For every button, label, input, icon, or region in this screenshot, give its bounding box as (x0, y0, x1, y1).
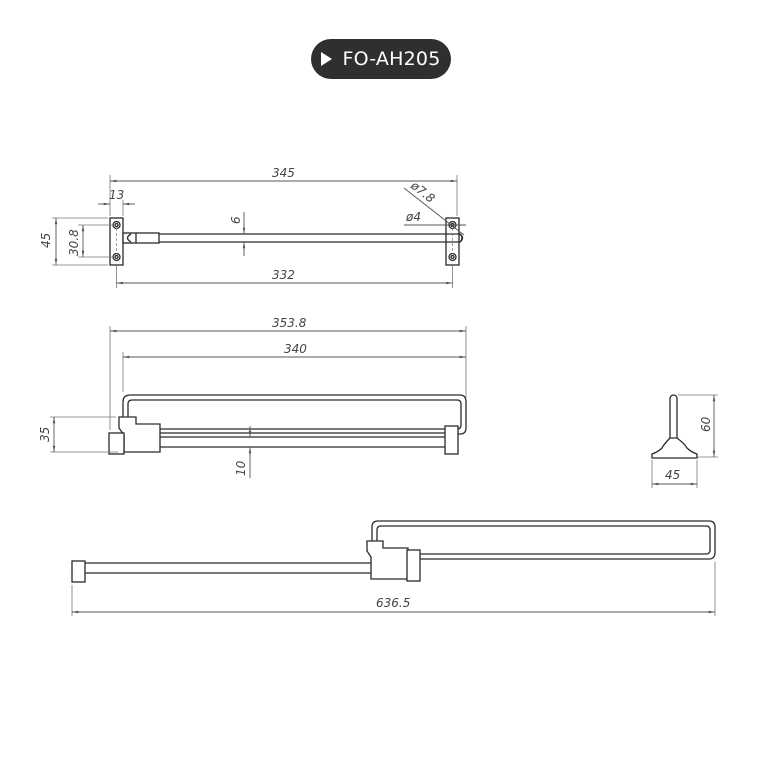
dim-hole-spacing: 30.8 (67, 229, 81, 256)
dim-overall-length: 353.8 (272, 316, 307, 330)
extended-bracket (366, 540, 409, 580)
dim-rod-thickness: 6 (229, 216, 243, 224)
dim-inner-hole-diameter: ø4 (405, 210, 421, 224)
dim-end-height: 60 (699, 416, 713, 432)
dim-height: 35 (38, 427, 52, 442)
dim-rod-length: 332 (272, 268, 295, 282)
frame-outer (122, 394, 467, 435)
dim-extended-length: 636.5 (376, 596, 410, 610)
end-view: 60 45 (651, 394, 718, 488)
dim-rail-height: 10 (234, 460, 248, 476)
extended-frame-outer (371, 520, 716, 560)
dim-end-width: 45 (665, 468, 680, 482)
dim-frame-length: 340 (284, 342, 307, 356)
extended-slider-cap (406, 549, 421, 582)
left-end-cap (108, 432, 125, 455)
dim-mount-height: 45 (39, 233, 53, 248)
dim-mount-width: 13 (109, 188, 124, 202)
model-name: FO-AH205 (342, 48, 441, 70)
dim-outer-hole-diameter: ø7.8 (407, 178, 438, 206)
rod (124, 233, 463, 243)
dim-overall-length: 345 (272, 166, 295, 180)
right-end-cap (444, 425, 459, 455)
extended-end-cap (71, 560, 86, 583)
top-view: 345 13 45 30.8 6 ø7.8 ø4 332 (39, 166, 466, 288)
model-badge: FO-AH205 (311, 39, 451, 79)
left-bracket (118, 416, 161, 453)
extended-view: 636.5 (71, 520, 716, 616)
play-triangle-icon (321, 52, 333, 66)
end-base (651, 437, 698, 459)
side-view: 353.8 340 35 10 (38, 316, 467, 478)
